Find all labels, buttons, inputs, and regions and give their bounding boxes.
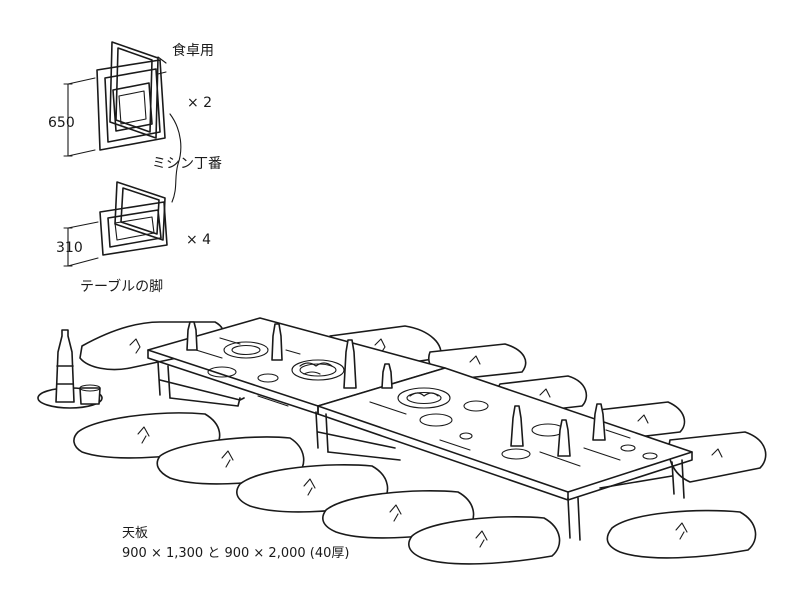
tableware bbox=[186, 321, 658, 467]
hinge-leader-line bbox=[169, 113, 182, 203]
floor-bottle-set bbox=[37, 329, 103, 409]
table-leg-drawing bbox=[99, 181, 168, 256]
top-board-dimensions: 900 × 1,300 と 900 × 2,000 (40厚) bbox=[122, 546, 350, 561]
leg-count-label: × 4 bbox=[186, 232, 212, 248]
dimension-650-line bbox=[63, 77, 96, 157]
dining-use-label: 食卓用 bbox=[172, 43, 214, 59]
hinge-label: ミシン丁番 bbox=[152, 156, 222, 172]
cushion-front-6 bbox=[606, 509, 757, 559]
dimension-310-line bbox=[63, 221, 99, 267]
top-board-label: 天板 bbox=[122, 526, 149, 541]
height-650-label: 650 bbox=[48, 115, 75, 131]
table-leg-label: テーブルの脚 bbox=[80, 279, 164, 295]
cushions-front bbox=[73, 412, 757, 565]
height-310-label: 310 bbox=[56, 240, 83, 256]
table-top bbox=[147, 317, 693, 501]
dining-frame-drawing bbox=[96, 41, 167, 151]
frame-count-label: × 2 bbox=[187, 95, 213, 111]
